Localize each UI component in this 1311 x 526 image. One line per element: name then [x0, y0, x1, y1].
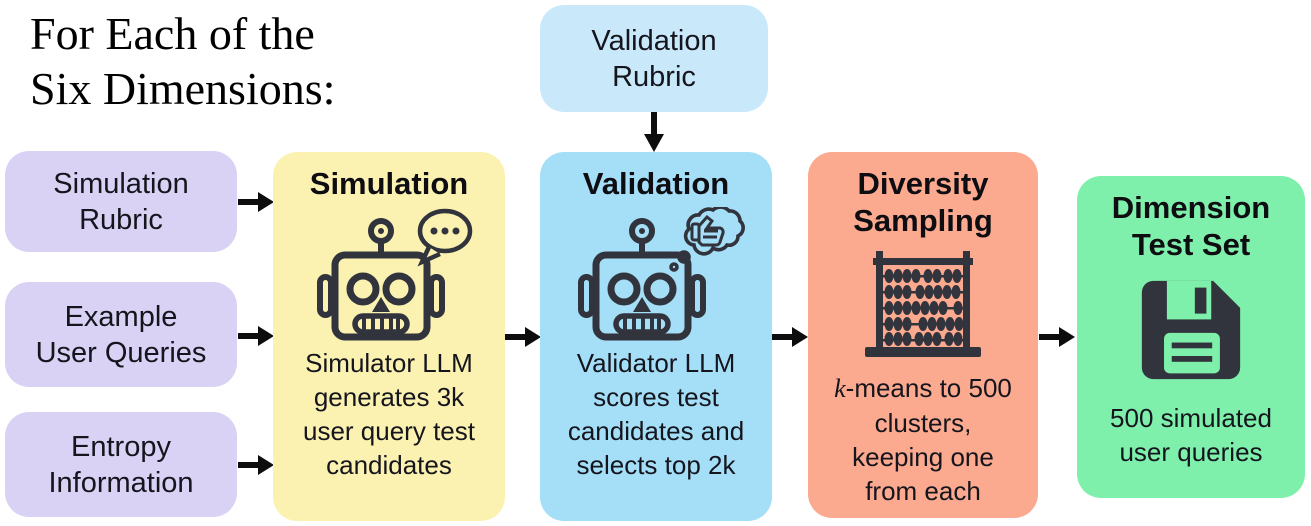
- robot-icon: [564, 206, 748, 346]
- stage-body: Simulator LLM generates 3k user query te…: [303, 348, 475, 480]
- stage-body: Validator LLM scores test candidates and…: [567, 348, 745, 480]
- arrow-right-icon: [238, 326, 274, 346]
- thumbs-up-icon: [690, 214, 725, 247]
- stage-title: Validation: [582, 166, 730, 201]
- abacus-icon: [861, 247, 985, 363]
- input-box-entropy-information: Entropy Information: [5, 412, 237, 517]
- stage-title: Dimension Test Set: [1111, 190, 1271, 262]
- arrow-right-icon: [505, 327, 541, 347]
- floppy-disk-icon: [1136, 275, 1246, 385]
- validation-rubric-label: Validation Rubric: [591, 24, 717, 93]
- stage-box-simulation: Simulation: [273, 152, 505, 521]
- speech-bubble-icon: [417, 208, 473, 267]
- input-box-simulation-rubric: Simulation Rubric: [5, 151, 237, 252]
- arrow-down-icon: [644, 112, 664, 152]
- validation-rubric-box: Validation Rubric: [540, 5, 768, 112]
- robot-icon: [299, 206, 479, 346]
- arrow-right-icon: [238, 192, 274, 212]
- arrow-right-icon: [1039, 327, 1075, 347]
- arrow-right-icon: [772, 327, 808, 347]
- stage-body: k-means to 500 clusters, keeping one fro…: [834, 373, 1012, 506]
- thought-bubble-icon: [669, 207, 745, 272]
- stage-title: Diversity Sampling: [853, 166, 993, 238]
- diagram-title: For Each of the Six Dimensions:: [30, 8, 336, 114]
- stage-box-dimension-test-set: Dimension Test Set 500 simulated user qu…: [1077, 176, 1305, 498]
- input-box-example-user-queries: Example User Queries: [5, 282, 237, 387]
- k-means-italic-k: k: [834, 374, 846, 403]
- stage-body: 500 simulated user queries: [1110, 403, 1272, 467]
- arrow-right-icon: [238, 455, 274, 475]
- stage-box-validation: Validation: [540, 152, 772, 521]
- input-label: Entropy Information: [48, 430, 194, 499]
- stage-title: Simulation: [309, 166, 469, 201]
- input-label: Example User Queries: [35, 300, 207, 369]
- stage-box-diversity-sampling: Diversity Sampling: [808, 152, 1038, 518]
- input-label: Simulation Rubric: [53, 167, 189, 236]
